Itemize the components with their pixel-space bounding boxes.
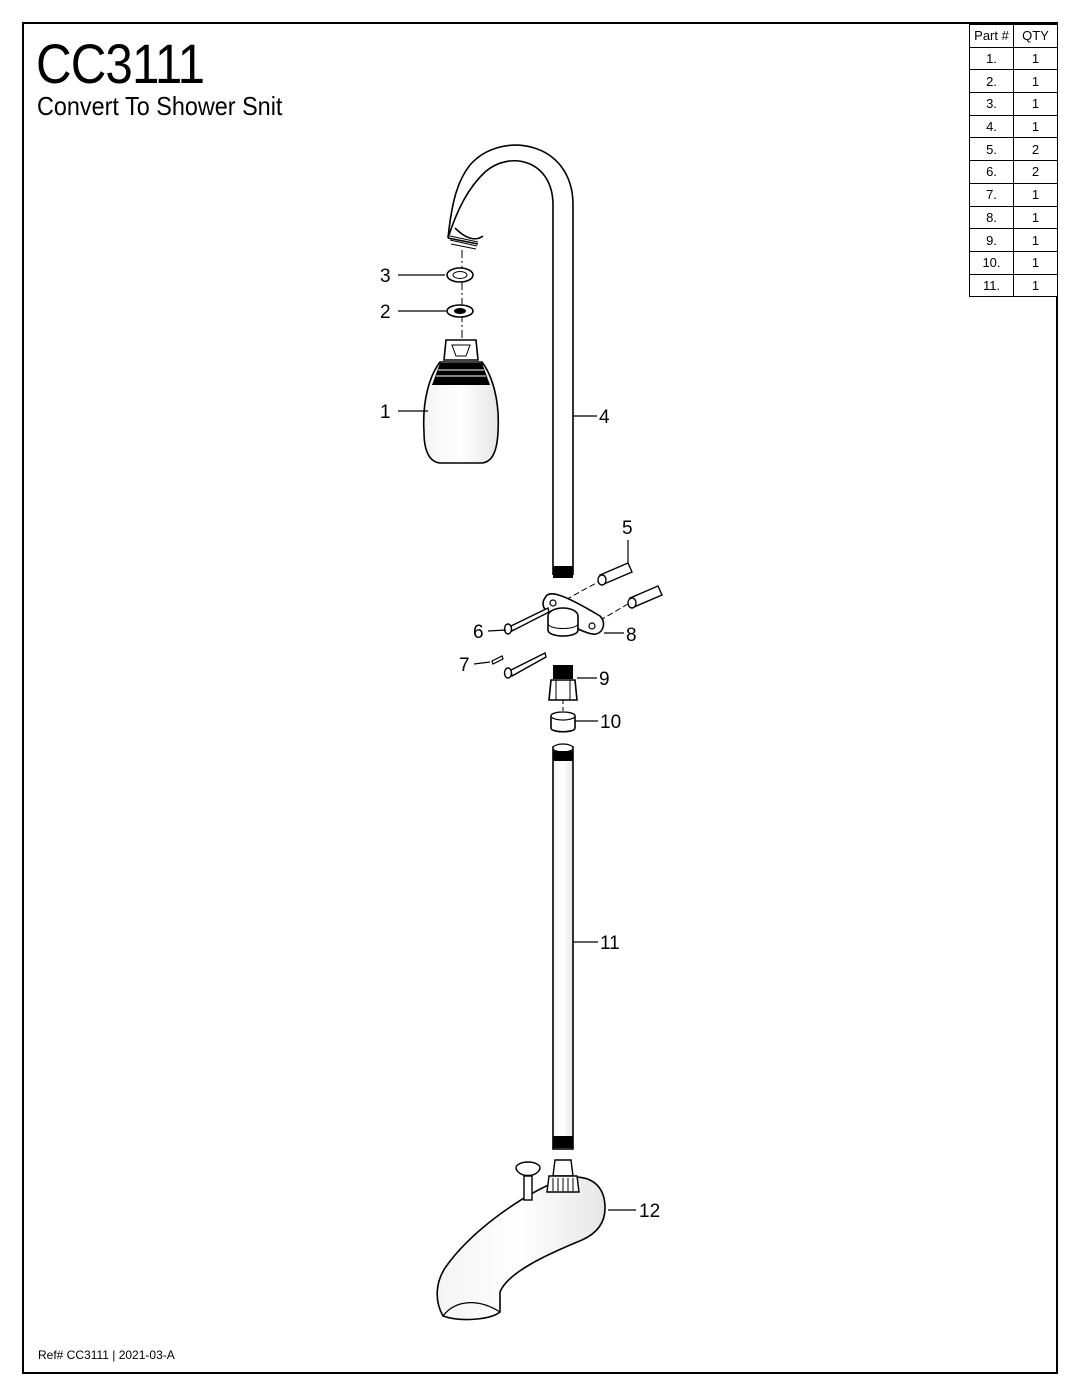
callout-7: 7	[459, 655, 470, 676]
reducer-coupling-part	[548, 665, 578, 701]
shower-arm-tip-thread	[449, 235, 479, 250]
table-row: 9.1	[969, 228, 1058, 252]
riser-pipe-part	[552, 743, 574, 1150]
shower-arm-part	[447, 144, 574, 575]
centerline	[557, 581, 599, 605]
callout-11: 11	[600, 933, 620, 954]
part-number: 10.	[969, 250, 1014, 275]
reference-footer: Ref# CC3111 | 2021-03-A	[38, 1348, 175, 1362]
nut-part	[550, 711, 576, 733]
set-screw-part	[491, 655, 504, 665]
callout-10: 10	[600, 712, 621, 733]
part-qty: 1	[1013, 273, 1058, 298]
washer-part	[446, 267, 474, 283]
diverter-knob	[515, 1161, 541, 1201]
drawing-border	[22, 22, 1058, 1374]
callout-9: 9	[599, 669, 610, 690]
table-row: 11.1	[969, 273, 1058, 298]
table-row: 4.1	[969, 114, 1058, 139]
callout-12: 12	[639, 1201, 660, 1222]
wall-bracket-part	[542, 592, 605, 637]
table-row: 10.1	[969, 250, 1058, 275]
screw-part	[503, 606, 550, 679]
model-title: CC3111	[36, 32, 205, 95]
table-row: 8.1	[969, 205, 1058, 230]
parts-table: Part # QTY 1.1 2.1 3.1 4.1 5.2 6.2 7.1 8…	[969, 24, 1058, 298]
table-row: 1.1	[969, 46, 1058, 71]
callout-8: 8	[626, 625, 637, 646]
centerline	[591, 603, 629, 626]
column-header-qty: QTY	[1013, 24, 1058, 48]
callout-5: 5	[622, 518, 633, 539]
flow-restrictor-part	[446, 304, 474, 318]
shower-head-part	[422, 339, 500, 464]
table-row: 6.2	[969, 160, 1058, 184]
callout-leaders	[398, 274, 636, 1211]
callout-2: 2	[380, 302, 391, 323]
callout-1: 1	[380, 402, 391, 423]
table-row: 3.1	[969, 92, 1058, 116]
model-subtitle: Convert To Shower Snit	[37, 91, 283, 121]
callout-4: 4	[599, 407, 610, 428]
part-number: 11.	[969, 273, 1014, 298]
callout-3: 3	[380, 266, 391, 287]
shower-arm-thread	[553, 566, 573, 578]
callout-6: 6	[473, 622, 484, 643]
wall-anchor-part	[597, 562, 663, 609]
tub-spout-part	[436, 1159, 606, 1321]
